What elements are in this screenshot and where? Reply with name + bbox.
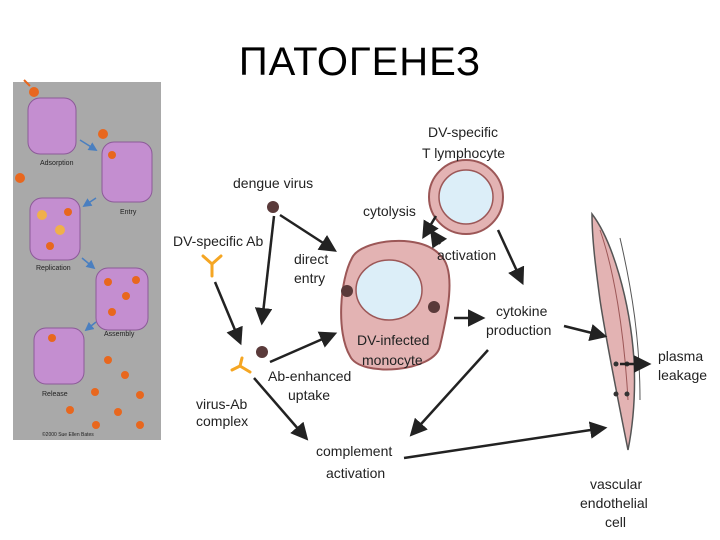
label-complex: complex [196, 413, 248, 429]
label-activation: activation [437, 247, 496, 263]
label-cytokine: cytokine [496, 303, 548, 319]
label-dv-specific-t: DV-specific [428, 124, 498, 140]
pathway-arrows [213, 213, 652, 460]
label-plasma: plasma [658, 348, 703, 364]
arrow-cytokine-to-endothelium [563, 324, 608, 342]
label-complement-activation: activation [326, 465, 385, 481]
replication-stage-image [29, 197, 81, 261]
lifecycle-copyright: ©2000 Sue Ellen Bates [42, 431, 94, 438]
virus-particle [341, 285, 353, 297]
label-complement: complement [316, 443, 392, 459]
stage-label-assembly: Assembly [104, 331, 135, 338]
dengue-virus-particle [267, 201, 279, 213]
page-title: ПАТОГЕНЕЗ [238, 40, 482, 84]
complex-virus-particle [256, 346, 268, 358]
label-cell: cell [605, 514, 626, 530]
arrow-ab-to-complex [213, 281, 243, 346]
arrow-ab-enhanced-uptake [269, 331, 338, 364]
arrow-cytolysis [422, 215, 439, 240]
label-production: production [486, 322, 551, 338]
antibody-icon [201, 254, 223, 278]
arrow-complement-to-endothelium [403, 421, 608, 460]
stage-label-replication: Replication [36, 265, 71, 272]
label-endothelial: endothelial [580, 495, 648, 511]
arrow-activation [430, 229, 448, 249]
complex-antibody-icon [230, 356, 252, 374]
stage-label-adsorption: Adsorption [40, 160, 74, 167]
entry-stage-image [15, 129, 153, 203]
arrow-virus-to-complex [254, 215, 276, 326]
release-stage-image [33, 327, 144, 429]
label-t-lymphocyte: T lymphocyte [422, 145, 505, 161]
t-lymphocyte-cell [428, 159, 504, 235]
virus-lifecycle-panel: Adsorption Entry Replication Assembly [13, 79, 161, 440]
virus-particle [428, 301, 440, 313]
dv-infected-monocyte-cell [340, 239, 451, 371]
label-leakage: leakage [658, 367, 707, 383]
arrow-cytokine-to-complement [409, 349, 489, 437]
assembly-stage-image [95, 267, 149, 331]
stage-label-entry: Entry [120, 209, 137, 216]
stage-label-release: Release [42, 391, 68, 398]
adsorption-stage-image [23, 79, 77, 155]
label-cytolysis: cytolysis [363, 203, 416, 219]
label-entry: entry [294, 270, 325, 286]
label-dengue-virus: dengue virus [233, 175, 313, 191]
label-dv-specific-ab: DV-specific Ab [173, 233, 263, 249]
label-dv-infected: DV-infected [357, 332, 429, 348]
arrow-complex-to-complement [253, 377, 309, 441]
label-uptake: uptake [288, 387, 330, 403]
label-direct: direct [294, 251, 328, 267]
label-monocyte: monocyte [362, 352, 423, 368]
label-ab-enhanced: Ab-enhanced [268, 368, 351, 384]
arrow-direct-entry [279, 213, 337, 252]
label-virus-ab: virus-Ab [196, 396, 248, 412]
vascular-endothelial-cell [591, 211, 641, 451]
arrow-t-cell-to-cytokine [496, 229, 525, 286]
label-vascular: vascular [590, 476, 642, 492]
